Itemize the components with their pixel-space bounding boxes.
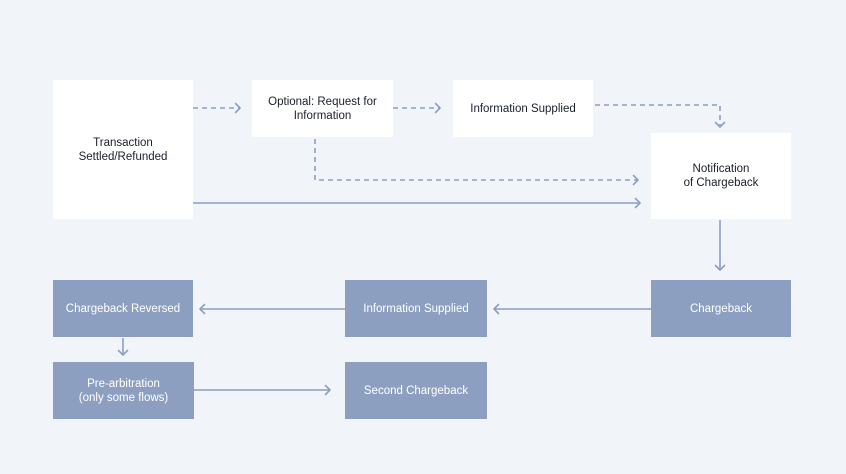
connector-line [314, 139, 638, 181]
edge-info-supplied-2-to-chargeback-reversed [199, 303, 345, 315]
node-notification-of-chargeback: Notification of Chargeback [651, 133, 791, 219]
node-request-for-information: Optional: Request for Information [252, 80, 393, 137]
edge-info-supplied-1-to-notification [595, 104, 726, 128]
edge-transaction-to-rfi [193, 102, 241, 114]
node-pre-arbitration: Pre-arbitration (only some flows) [53, 362, 194, 419]
arrowhead-icon [199, 303, 206, 315]
node-label: Pre-arbitration (only some flows) [78, 377, 169, 404]
arrowhead-icon [234, 102, 241, 114]
node-label: Transaction Settled/Refunded [78, 136, 168, 163]
edge-chargeback-reversed-to-pre-arbitration [117, 338, 129, 356]
node-second-chargeback: Second Chargeback [345, 362, 487, 419]
edge-transaction-to-notification [193, 197, 641, 209]
node-information-supplied-bottom: Information Supplied [345, 280, 487, 337]
arrowhead-icon [632, 174, 639, 186]
node-label: Chargeback [689, 302, 752, 315]
edge-rfi-to-notification [314, 139, 639, 186]
connector-line [595, 104, 721, 127]
edge-chargeback-to-info-supplied-2 [493, 303, 651, 315]
node-chargeback: Chargeback [651, 280, 791, 337]
edge-pre-arbitration-to-second-chargeback [194, 384, 331, 396]
node-label: Chargeback Reversed [65, 302, 181, 315]
arrowhead-icon [493, 303, 500, 315]
node-label: Information Supplied [470, 102, 576, 115]
arrowhead-icon [714, 264, 726, 271]
arrowhead-icon [434, 102, 441, 114]
edge-notification-to-chargeback [714, 220, 726, 271]
node-label: Optional: Request for Information [268, 95, 377, 122]
node-label: Second Chargeback [363, 384, 469, 397]
node-chargeback-reversed: Chargeback Reversed [53, 280, 193, 337]
arrowhead-icon [117, 349, 129, 356]
node-label: Information Supplied [363, 302, 469, 315]
arrowhead-icon [634, 197, 641, 209]
edge-rfi-to-info-supplied-1 [393, 102, 441, 114]
node-label: Notification of Chargeback [683, 163, 759, 189]
node-information-supplied-top: Information Supplied [453, 80, 593, 137]
node-transaction-settled-refunded: Transaction Settled/Refunded [53, 80, 193, 219]
arrowhead-icon [324, 384, 331, 396]
arrowhead-icon [714, 121, 726, 128]
